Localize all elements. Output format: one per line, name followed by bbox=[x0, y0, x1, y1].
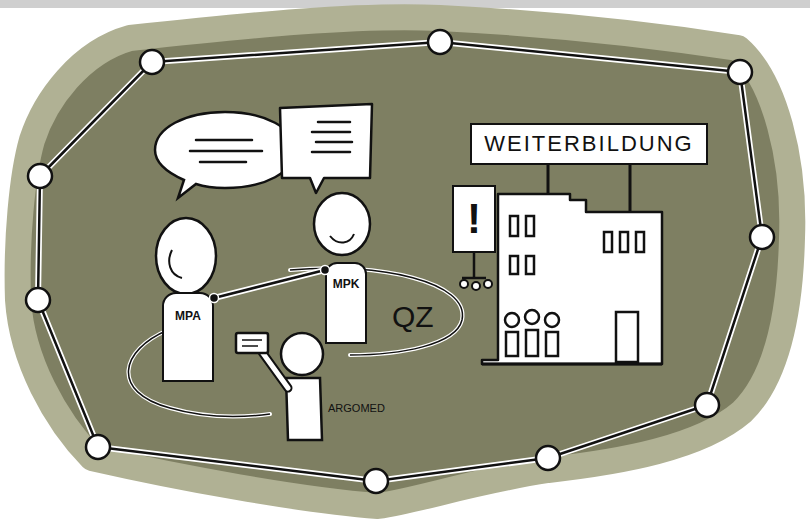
network-points bbox=[26, 30, 774, 493]
network-point bbox=[428, 30, 452, 54]
speech-bubble bbox=[280, 104, 372, 193]
connector-dot bbox=[210, 294, 219, 303]
card-lines bbox=[242, 340, 262, 346]
person-arm bbox=[262, 352, 288, 388]
person-ear bbox=[169, 250, 182, 278]
node-text: WEITERBILDUNG bbox=[484, 132, 693, 156]
person-head bbox=[281, 333, 323, 375]
network-point bbox=[364, 469, 388, 493]
network-point bbox=[695, 393, 719, 417]
building bbox=[482, 194, 662, 364]
held-card bbox=[236, 333, 268, 353]
flipchart-stand bbox=[462, 253, 486, 278]
node-text: ! bbox=[467, 196, 481, 242]
circle-label: QZ bbox=[392, 300, 434, 334]
windows bbox=[510, 216, 644, 274]
network-point bbox=[536, 446, 560, 470]
flipchart-wheels bbox=[460, 280, 492, 290]
bubble-lines bbox=[190, 140, 262, 162]
network-ring bbox=[38, 42, 762, 481]
person-smile bbox=[330, 234, 354, 243]
network-point bbox=[728, 60, 752, 84]
person-head bbox=[156, 218, 216, 294]
person-head bbox=[314, 193, 370, 255]
person-label: ARGOMED bbox=[328, 402, 385, 414]
bubble-lines bbox=[312, 122, 352, 152]
person-body: MPK bbox=[325, 262, 367, 344]
background-blob bbox=[18, 17, 793, 506]
network-ring-halo bbox=[38, 42, 762, 481]
flipchart: ! bbox=[452, 185, 496, 253]
network-point bbox=[140, 50, 164, 74]
connector-line bbox=[214, 270, 325, 298]
network-point bbox=[26, 288, 50, 312]
person-body: MPA bbox=[162, 292, 214, 382]
small-people bbox=[505, 310, 559, 356]
network-point bbox=[28, 164, 52, 188]
connector-halo bbox=[214, 270, 325, 298]
node-text: MPK bbox=[333, 278, 360, 291]
sign-board: WEITERBILDUNG bbox=[470, 123, 708, 165]
network-point bbox=[750, 225, 774, 249]
door bbox=[616, 312, 638, 362]
speech-bubble bbox=[155, 112, 295, 198]
connector-dot bbox=[321, 266, 330, 275]
node-text: MPA bbox=[175, 310, 201, 323]
ground-line bbox=[482, 363, 662, 366]
network-point bbox=[86, 435, 110, 459]
person-arm-fill bbox=[262, 352, 288, 388]
